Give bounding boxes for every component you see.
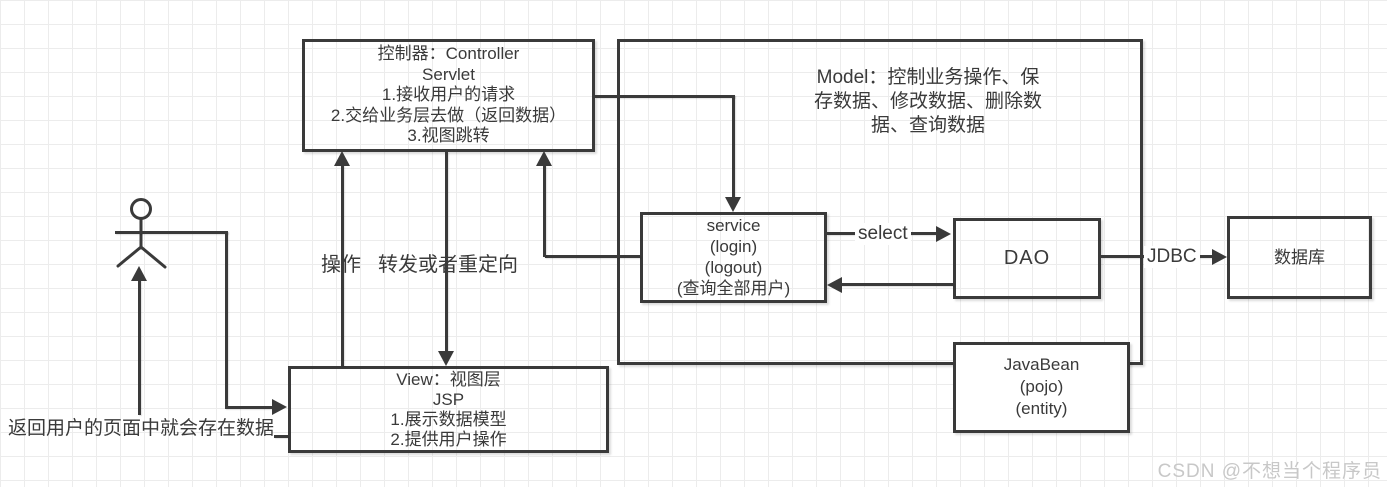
model-title: Model：控制业务操作、保 存数据、修改数据、删除数 据、查询数据 [768, 66, 1088, 138]
line-service-to-controller-v [543, 165, 546, 257]
model-box: Model：控制业务操作、保 存数据、修改数据、删除数 据、查询数据 [617, 39, 1143, 365]
arrowhead-to-view-icon [438, 351, 454, 366]
line-user-down [225, 231, 228, 408]
line-user-to-view [225, 406, 274, 409]
line-service-to-controller-h [545, 255, 640, 258]
database-box: 数据库 [1227, 216, 1372, 299]
javabean-text-line: JavaBean [1003, 355, 1080, 374]
csdn-watermark: CSDN @不想当个程序员 [1157, 461, 1382, 482]
javabean-text-line: (entity) [1015, 399, 1068, 418]
dao-label: DAO [1003, 247, 1051, 269]
service-text-line: (login) [709, 237, 758, 256]
arrowhead-to-controller-left-icon [334, 151, 350, 166]
model-title-line: Model：控制业务操作、保 [816, 67, 1040, 88]
view-text-line: JSP [432, 390, 465, 409]
line-dao-to-service [840, 283, 953, 286]
arrowhead-into-view-icon [272, 399, 287, 415]
view-text-line: View：视图层 [396, 370, 501, 389]
javabean-box: JavaBean (pojo) (entity) [953, 342, 1130, 433]
controller-text-line: Servlet [422, 64, 475, 84]
model-title-line: 据、查询数据 [870, 115, 985, 136]
view-box: View：视图层 JSP 1.展示数据模型 2.提供用户操作 [288, 366, 609, 453]
arrowhead-to-controller-right-icon [536, 151, 552, 166]
arrowhead-to-user-icon [131, 266, 147, 281]
database-label: 数据库 [1274, 248, 1325, 267]
line-user-arm-connector [115, 231, 228, 234]
arrowhead-to-database-icon [1212, 249, 1227, 265]
controller-text-line: 2.交给业务层去做（返回数据） [330, 105, 567, 125]
arrowhead-to-service-icon [725, 197, 741, 212]
service-text-line: (查询全部用户) [676, 279, 791, 298]
controller-text-line: 控制器：Controller [377, 44, 520, 63]
arrowhead-to-service-return-icon [827, 277, 842, 293]
line-return-to-user [138, 280, 141, 415]
view-text-line: 2.提供用户操作 [390, 430, 507, 449]
controller-box: 控制器：Controller Servlet 1.接收用户的请求 2.交给业务层… [302, 39, 595, 152]
controller-text-line: 1.接收用户的请求 [381, 85, 516, 104]
controller-text-line: 3.视图跳转 [407, 126, 490, 145]
label-forward-redirect: 转发或者重定向 [378, 254, 518, 276]
label-operate: 操作 [321, 254, 361, 276]
arrowhead-to-dao-icon [936, 226, 951, 242]
line-note-connector [274, 435, 288, 438]
dao-box: DAO [953, 218, 1101, 299]
line-controller-to-service-h [595, 95, 735, 98]
label-jdbc: JDBC [1144, 246, 1200, 268]
service-text-line: (logout) [704, 258, 763, 277]
service-text-line: service [706, 216, 761, 235]
service-box: service (login) (logout) (查询全部用户) [640, 212, 827, 303]
line-controller-to-view [445, 152, 448, 352]
label-return-note: 返回用户的页面中就会存在数据 [8, 418, 275, 439]
javabean-text-line: (pojo) [1019, 377, 1064, 396]
label-select: select [855, 223, 911, 245]
line-view-to-controller [341, 165, 344, 366]
line-controller-to-service-v [732, 95, 735, 198]
view-text-line: 1.展示数据模型 [390, 410, 507, 429]
model-title-line: 存数据、修改数据、删除数 [813, 91, 1042, 112]
